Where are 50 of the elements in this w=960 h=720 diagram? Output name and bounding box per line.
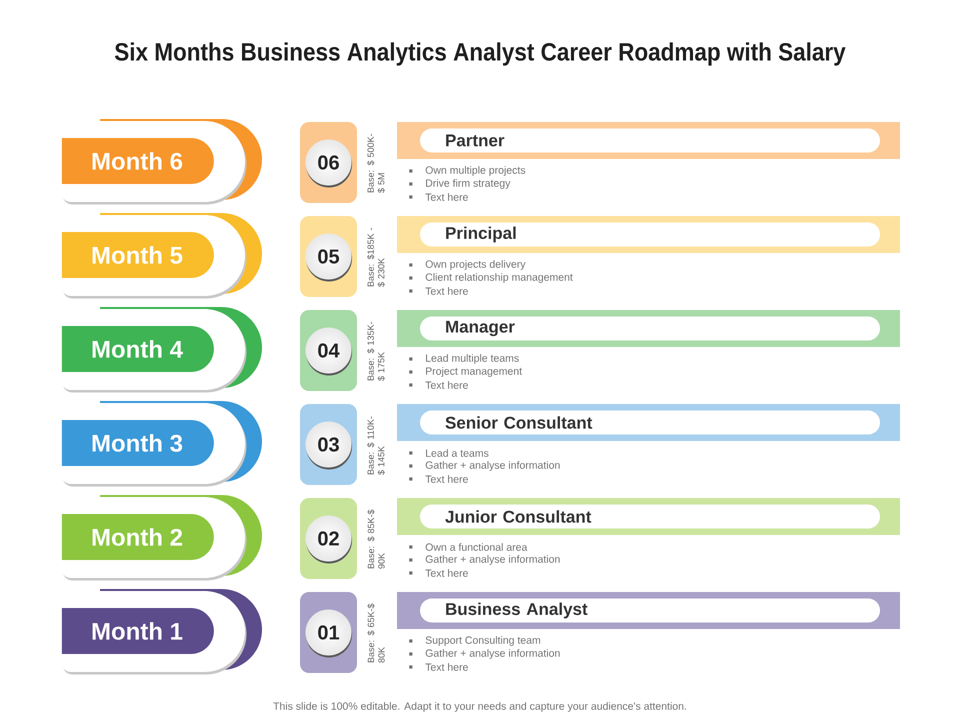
- role-bar: Senior Consultant: [397, 404, 900, 441]
- list-item-text: Own a functional area: [426, 543, 528, 551]
- node-label: Month 3: [92, 434, 182, 452]
- salary-label: Base: $ 65K-$ 80K: [367, 604, 385, 663]
- list-item-text: Lead multiple teams: [426, 354, 519, 364]
- title: Six Months Business Analytics Analyst Career Roadmap with Salary: [114, 42, 846, 66]
- salary-label: Base: $ 110K- $ 145K: [367, 416, 385, 475]
- salary-label: Base: $ 500K- $ 5M: [367, 134, 385, 193]
- list-item-text: Own multiple projects: [426, 166, 526, 176]
- month-tab: Month 3: [62, 420, 214, 466]
- role-bar: Manager: [397, 310, 900, 347]
- role-bar: Partner: [397, 122, 900, 159]
- list-item-text: Text here: [425, 381, 468, 389]
- list-item-text: Gather + analyse information: [426, 555, 560, 565]
- month-tab: Month 5: [62, 232, 214, 278]
- list-item-text: Support Consulting team: [426, 636, 540, 646]
- number-badge: 03: [300, 404, 357, 485]
- list-item-text: Client relationship management: [426, 273, 573, 283]
- node-label: Month 1: [92, 622, 182, 640]
- month-tab: Month 4: [62, 326, 214, 372]
- list-item-text: Text here: [425, 663, 468, 671]
- list-item-text: Gather + analyse information: [426, 649, 560, 659]
- list-item-text: Project management: [426, 367, 522, 377]
- list-item-text: Text here: [425, 287, 468, 295]
- footer-note: This slide is 100% editable. Adapt it to your needs and capture your audience's attention.: [273, 702, 686, 712]
- role-bar: Junior Consultant: [397, 498, 900, 535]
- list-item-text: Text here: [425, 475, 468, 483]
- month-tab: Month 2: [62, 514, 214, 560]
- list-item-text: Drive firm strategy: [426, 179, 510, 189]
- number-badge: 06: [300, 122, 357, 203]
- list-item-text: Text here: [425, 569, 468, 577]
- month-tab: Month 1: [62, 608, 214, 654]
- role-bar: Principal: [397, 216, 900, 253]
- list-item-text: Text here: [425, 193, 468, 201]
- salary-label: Base: $ 85K-$ 90K: [367, 510, 385, 569]
- list-item-text: Gather + analyse information: [426, 461, 560, 471]
- salary-label: Base: $ 135K- $ 175K: [367, 322, 385, 381]
- node-label: Month 2: [92, 528, 182, 546]
- number-badge: 05: [300, 216, 357, 297]
- list-item-text: Own projects delivery: [426, 260, 526, 270]
- salary-label: Base: $185K - $ 230K: [367, 228, 385, 287]
- node-label: Month 4: [92, 340, 183, 358]
- number-badge: 01: [300, 592, 357, 673]
- list-item-text: Lead a teams: [426, 449, 488, 457]
- month-tab: Month 6: [62, 138, 214, 184]
- number-badge: 02: [300, 498, 357, 579]
- node-label: Month 6: [92, 152, 182, 170]
- node-label: Month 5: [92, 246, 182, 264]
- role-bar: Business Analyst: [397, 592, 900, 629]
- number-badge: 04: [300, 310, 357, 391]
